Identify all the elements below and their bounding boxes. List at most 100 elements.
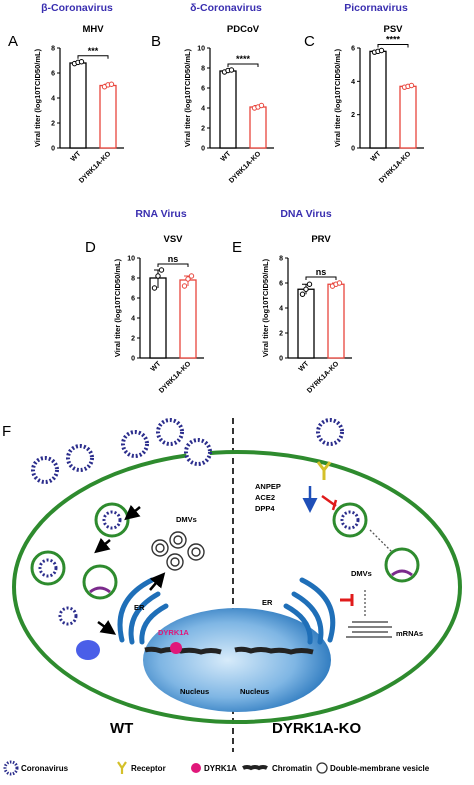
data-point <box>408 82 415 89</box>
arrow-to-er <box>97 620 117 635</box>
data-point <box>306 281 313 287</box>
panel-letter: C <box>304 33 315 50</box>
legend-dmv-icon <box>316 762 328 774</box>
y-tick-label: 4 <box>131 316 135 323</box>
chart-title: PDCoV <box>227 24 260 35</box>
significance-bracket <box>157 263 189 267</box>
y-axis-label: Viral titer (log10TCID50/mL) <box>261 258 270 357</box>
nucleus-shape <box>143 608 331 712</box>
er-left-label: ER <box>134 603 145 612</box>
legend-double-membrane-vesicle: Double-membrane vesicle <box>330 764 430 773</box>
category-label: DYRK1A-KO <box>378 150 413 185</box>
arrow-endocytosis <box>124 504 141 521</box>
y-tick-label: 10 <box>127 256 135 263</box>
significance-label: *** <box>88 46 99 56</box>
ko-label: DYRK1A-KO <box>272 720 362 737</box>
y-tick-label: 0 <box>51 146 55 153</box>
legend-receptor-icon <box>117 761 127 774</box>
y-tick-label: 6 <box>279 281 283 288</box>
significance-bracket <box>77 55 109 59</box>
category-label: WT <box>220 150 233 163</box>
group-label: RNA Virus <box>135 208 187 220</box>
nucleus-right-label: Nucleus <box>240 687 269 696</box>
chart-title: VSV <box>163 234 183 245</box>
legend-coronavirus-icon <box>3 760 19 776</box>
receptor-anpep: ANPEP <box>255 482 281 491</box>
y-tick-label: 0 <box>279 356 283 363</box>
bar-wt <box>69 62 87 149</box>
significance-label: ns <box>316 267 327 277</box>
nucleus-left-label: Nucleus <box>180 687 209 696</box>
bar-dyrk1a-ko <box>327 283 345 359</box>
data-point <box>303 286 309 292</box>
category-label: DYRK1A-KO <box>78 150 113 185</box>
data-point <box>185 276 191 282</box>
y-tick-label: 8 <box>51 46 55 53</box>
legend-coronavirus: Coronavirus <box>21 764 69 773</box>
y-tick-label: 0 <box>201 146 205 153</box>
legend-dyrk1a: DYRK1A <box>204 764 237 773</box>
y-tick-label: 0 <box>131 356 135 363</box>
panel-letter: A <box>8 33 18 50</box>
virus-particles-right <box>316 418 420 583</box>
significance-label: **** <box>386 35 401 45</box>
mrnas-label: mRNAs <box>396 629 423 638</box>
mrna-lines <box>346 621 392 638</box>
significance-label: **** <box>236 54 251 64</box>
category-label: DYRK1A-KO <box>158 360 193 395</box>
er-right <box>283 577 336 645</box>
data-point <box>336 280 343 286</box>
dmvs-right-label: DMVs <box>351 569 372 578</box>
y-tick-label: 0 <box>351 146 355 153</box>
y-tick-label: 10 <box>197 46 205 53</box>
legend-chromatin-icon <box>242 765 268 771</box>
bar-wt <box>369 50 387 149</box>
panel-letter: B <box>151 33 161 50</box>
y-tick-label: 8 <box>201 66 205 73</box>
bar-dyrk1a-ko <box>179 279 197 359</box>
category-label: WT <box>150 360 163 373</box>
group-label: Picornavirus <box>344 2 408 14</box>
chromatin-left <box>144 646 222 655</box>
category-label: WT <box>370 150 383 163</box>
chromatin-right <box>234 646 314 655</box>
y-tick-label: 4 <box>279 306 283 313</box>
arrow-to-dmvs <box>149 572 166 591</box>
inhibit-entry <box>321 494 338 511</box>
er-left <box>117 577 169 645</box>
data-point <box>108 81 115 87</box>
panel-letter-f: F <box>2 423 11 440</box>
y-tick-label: 8 <box>131 276 135 283</box>
y-tick-label: 2 <box>131 336 135 343</box>
bar-wt <box>219 70 237 149</box>
category-label: WT <box>298 360 311 373</box>
legend: Coronavirus Receptor DYRK1A Chromatin Do… <box>3 760 430 776</box>
y-tick-label: 4 <box>201 106 205 113</box>
chart-title: PSV <box>383 24 403 35</box>
dyrk1a-label: DYRK1A <box>158 628 189 637</box>
arrow-uncoating <box>369 529 393 553</box>
panel-letter: D <box>85 239 96 256</box>
panel-letter: E <box>232 239 242 256</box>
dmvs-left-label: DMVs <box>176 515 197 524</box>
y-tick-label: 4 <box>51 96 55 103</box>
legend-dyrk1a-icon <box>191 763 201 773</box>
data-point <box>151 285 158 291</box>
y-tick-label: 2 <box>201 126 205 133</box>
y-axis-label: Viral titer (log10TCID50/mL) <box>183 48 192 147</box>
chart-title: MHV <box>82 24 104 35</box>
y-axis-label: Viral titer (log10TCID50/mL) <box>113 258 122 357</box>
cell-membrane <box>12 450 462 724</box>
y-tick-label: 8 <box>279 256 283 263</box>
inhibit-dmvs <box>340 594 354 606</box>
chart-title: PRV <box>311 234 331 245</box>
y-tick-label: 2 <box>51 121 55 128</box>
bar-dyrk1a-ko <box>249 106 267 149</box>
y-tick-label: 6 <box>131 296 135 303</box>
y-axis-label: Viral titer (log10TCID50/mL) <box>333 48 342 147</box>
